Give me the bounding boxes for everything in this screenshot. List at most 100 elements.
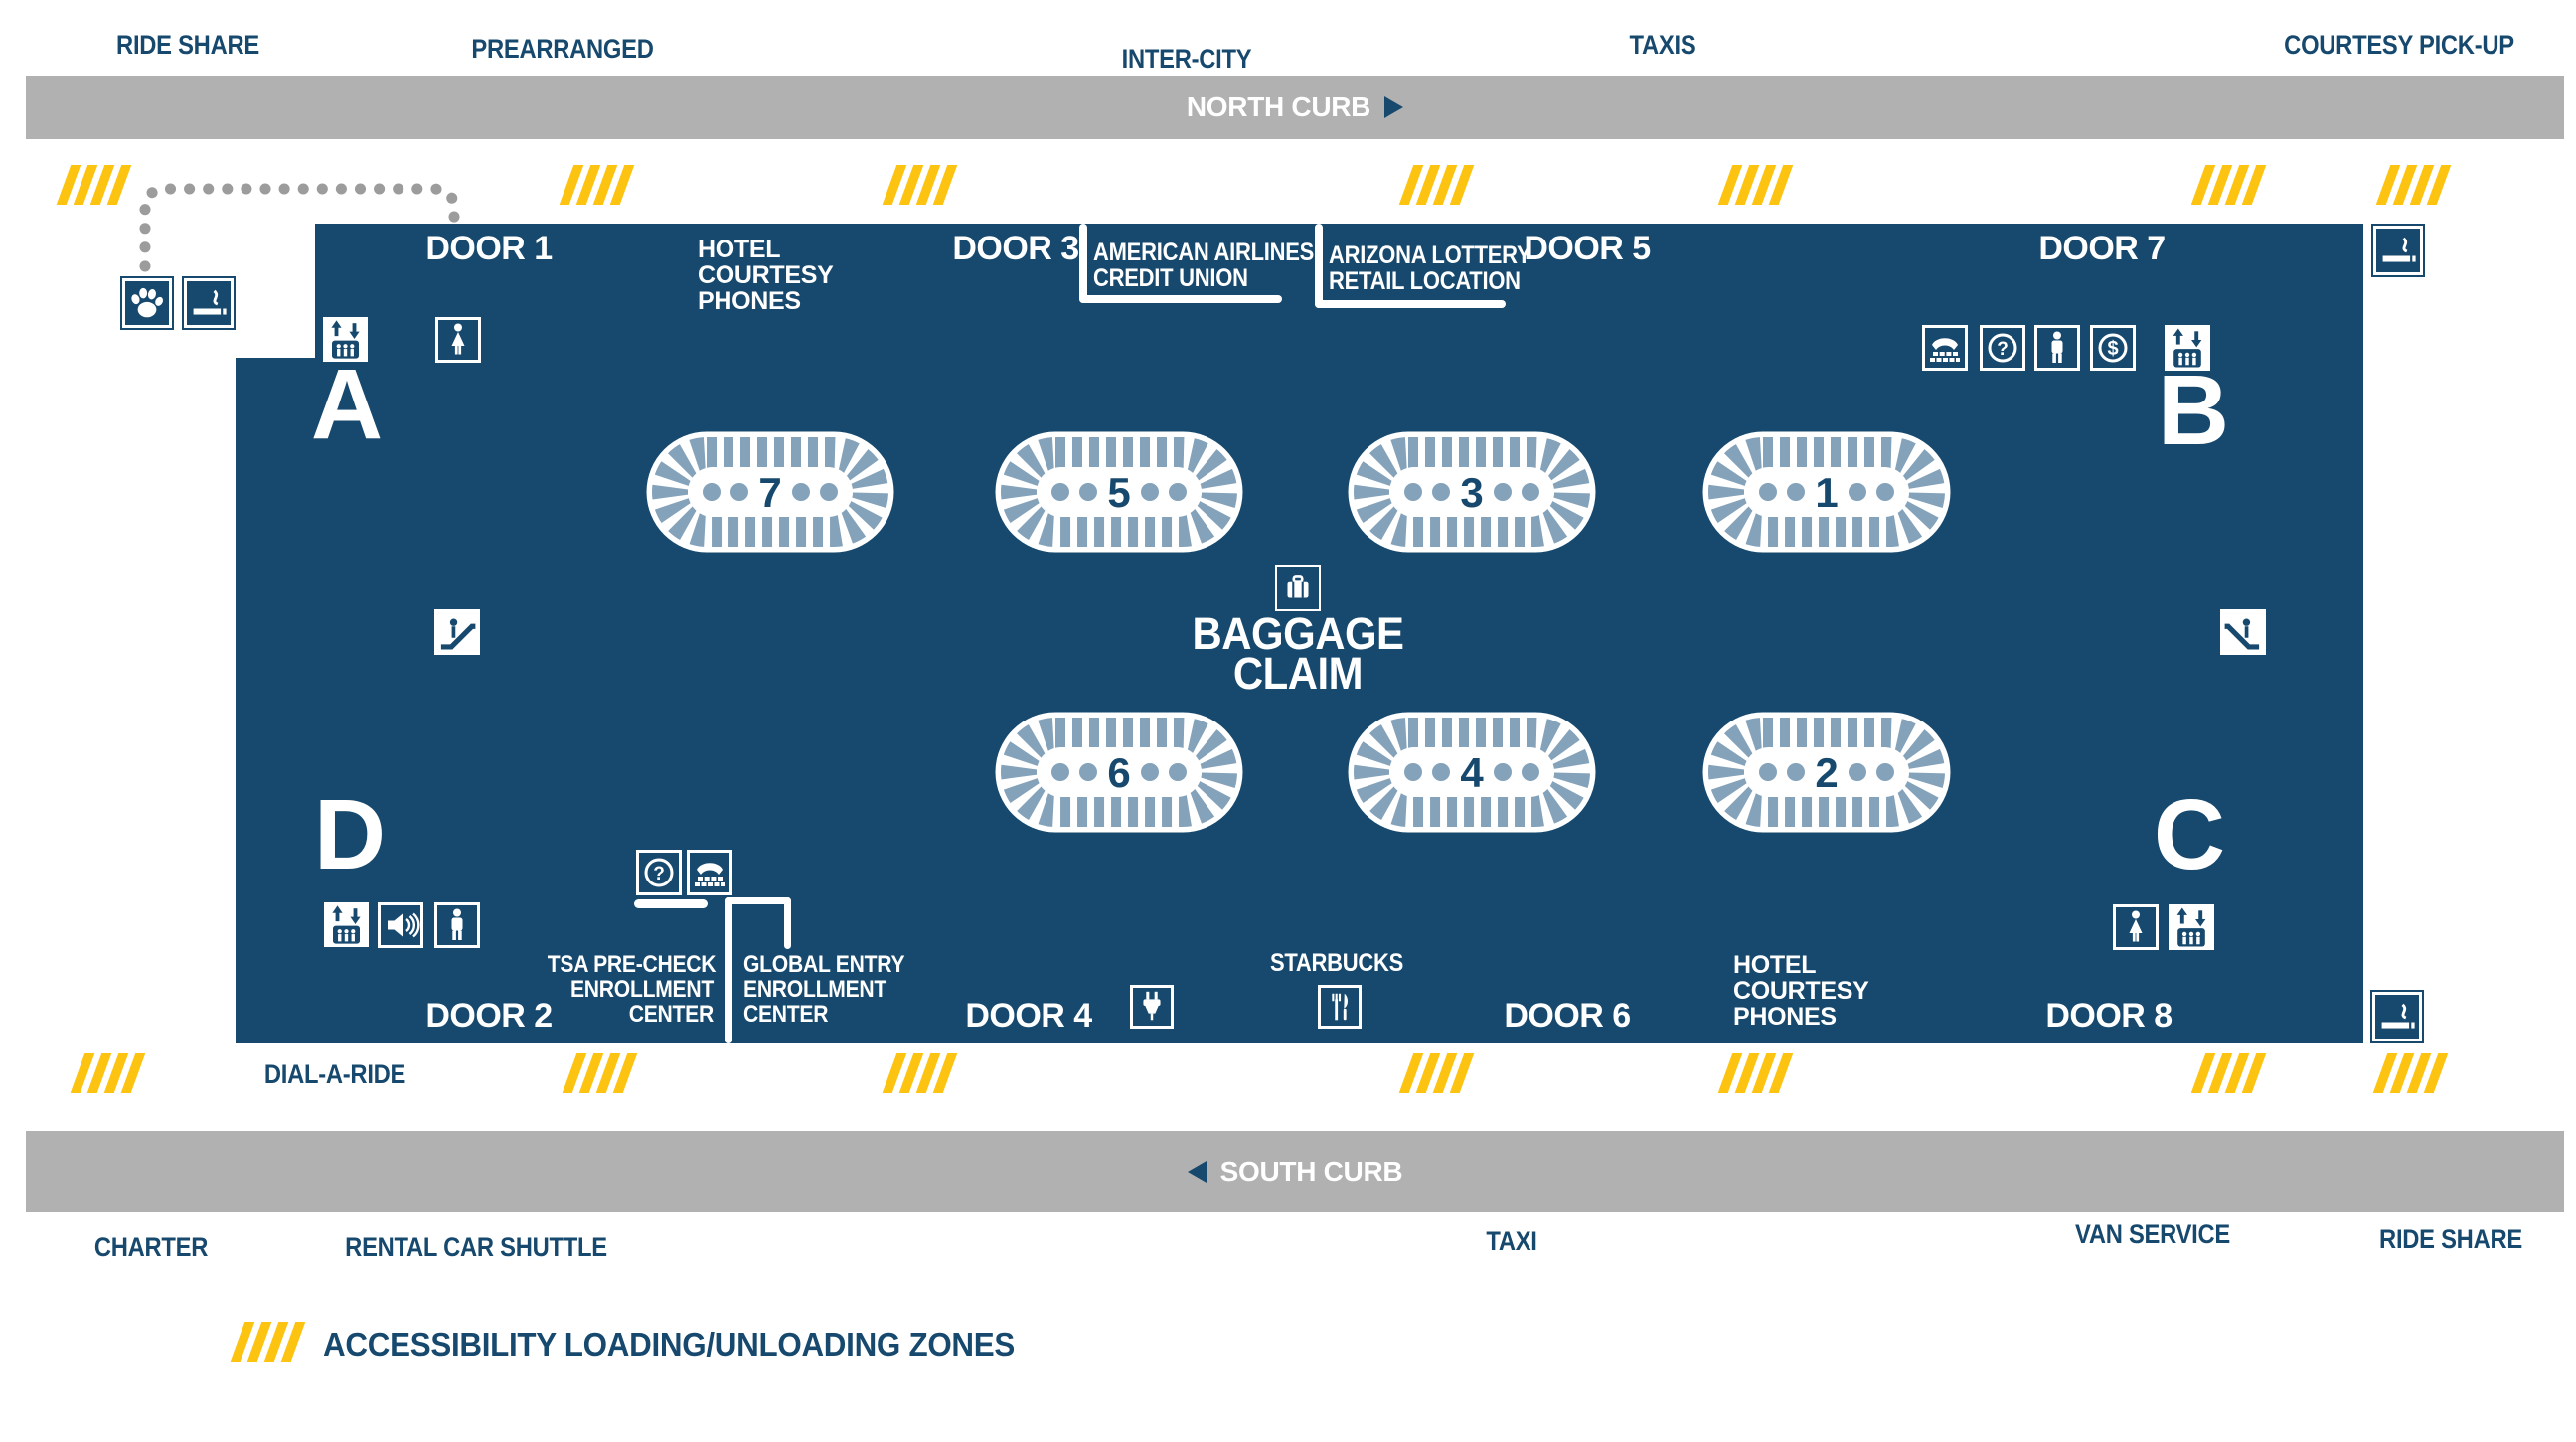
accessibility-zone-marker [1717,1053,1794,1093]
door-3-label: DOOR 3 [952,230,1079,267]
accessibility-zone-marker [56,165,132,205]
north-curb-label: NORTH CURB [1186,91,1371,122]
svg-text:?: ? [653,864,665,884]
credit-union-wall [1079,295,1282,303]
south-curb-arrow [1187,1161,1207,1183]
starbucks-label: STARBUCKS [1269,949,1404,977]
section-a-label: A [310,349,383,460]
south-curb-label: SOUTH CURB [1219,1156,1403,1187]
pet-relief-dotted-path [139,183,460,272]
accessibility-zone-marker [2190,1053,2267,1093]
accessibility-zone-marker [1398,1053,1475,1093]
paging-icon [378,902,423,948]
courtesy-phones-icon [687,850,732,895]
svg-text:1: 1 [1815,469,1838,516]
accessibility-zone-marker [1398,165,1475,205]
door-7-label: DOOR 7 [2038,230,2166,267]
smoking-area-icon [2373,226,2423,275]
accessibility-zone-marker [559,165,635,205]
accessibility-zone-marker [882,165,958,205]
label-dial-a-ride: DIAL-A-RIDE [263,1059,406,1089]
section-d-label: D [313,779,386,890]
north-curb-arrow [1384,96,1404,118]
svg-text:2: 2 [1815,749,1838,796]
door-6-label: DOOR 6 [1504,997,1631,1035]
baggage-carousel-2: 2 [1700,710,1953,835]
north-curb-bar: NORTH CURB [26,76,2564,139]
svg-text:$: $ [2107,338,2118,360]
accessibility-zone-marker [882,1053,958,1093]
information-icon: ? [636,850,682,895]
baggage-carousel-3: 3 [1346,429,1598,555]
section-b-label: B [2157,355,2229,466]
terminal-main-hall [236,358,2363,1043]
svg-text:?: ? [1997,339,2009,360]
svg-text:5: 5 [1107,469,1130,516]
baggage-carousel-5: 5 [993,429,1245,555]
baggage-carousel-6: 6 [993,710,1245,835]
door-8-label: DOOR 8 [2045,997,2173,1035]
restroom-women-icon [435,317,481,363]
door-4-label: DOOR 4 [965,997,1092,1035]
information-icon: ? [1980,325,2025,371]
baggage-carousel-1: 1 [1700,429,1953,555]
accessibility-zone-marker [70,1053,146,1093]
svg-text:6: 6 [1107,749,1130,796]
baggage-carousel-4: 4 [1346,710,1598,835]
elevator-icon [2165,325,2210,371]
lottery-wall [1315,224,1323,308]
label-taxi: TAXI [1486,1226,1537,1256]
door-2-label: DOOR 2 [425,997,553,1035]
accessibility-zone-marker [2372,1053,2449,1093]
label-taxis: TAXIS [1629,30,1696,60]
tsa-divider-line [634,899,708,908]
global-entry-wall [725,897,732,1043]
elevator-icon [2169,904,2214,950]
label-ride-share-north: RIDE SHARE [116,30,259,60]
courtesy-phones-icon [1922,325,1968,371]
arizona-lottery-retail: ARIZONA LOTTERY RETAIL LOCATION [1329,241,1531,295]
hotel-courtesy-phones-bottom: HOTEL COURTESY PHONES [1733,951,1869,1031]
label-prearranged: PREARRANGED [471,34,654,64]
elevator-icon [324,902,369,947]
smoking-area-icon [2372,992,2422,1041]
credit-union-wall [1079,224,1087,303]
accessibility-zone-marker [562,1053,638,1093]
smoking-area-icon [184,278,234,328]
accessibility-zone-marker [2190,165,2267,205]
section-c-label: C [2153,779,2225,890]
global-entry-wall [725,897,791,904]
dining-icon [1318,985,1362,1029]
svg-text:3: 3 [1460,469,1483,516]
escalator-icon [434,609,480,655]
label-inter-city: INTER-CITY [1121,44,1252,74]
lottery-wall [1315,300,1506,308]
global-entry-wall [784,897,791,949]
label-charter: CHARTER [93,1232,209,1262]
restroom-men-icon [2034,325,2080,371]
tsa-precheck-label: TSA PRE-CHECK ENROLLMENT CENTER [547,951,717,1028]
atm-icon: $ [2090,325,2136,371]
restroom-women-icon [2113,904,2159,950]
restroom-men-icon [434,902,480,948]
south-curb-bar: SOUTH CURB [26,1131,2564,1212]
elevator-icon [323,317,368,362]
baggage-claim-icon [1275,565,1321,611]
accessibility-zone-marker [2375,165,2452,205]
baggage-carousel-7: 7 [644,429,896,555]
label-rental-car-shuttle: RENTAL CAR SHUTTLE [345,1232,607,1262]
american-airlines-credit-union: AMERICAN AIRLINES CREDIT UNION [1093,239,1315,292]
label-van-service: VAN SERVICE [2075,1219,2230,1249]
legend-accessibility-marker [230,1322,306,1362]
door-1-label: DOOR 1 [425,230,553,267]
hotel-courtesy-phones-top: HOTEL COURTESY PHONES [698,236,834,315]
global-entry-label: GLOBAL ENTRY ENROLLMENT CENTER [743,951,905,1028]
baggage-claim-label: BAGGAGE CLAIM [1192,608,1404,699]
accessibility-zone-marker [1717,165,1794,205]
charging-station-icon [1130,985,1174,1029]
svg-text:4: 4 [1460,749,1484,796]
legend-accessibility-text: ACCESSIBILITY LOADING/UNLOADING ZONES [323,1326,1016,1362]
label-courtesy-pickup: COURTESY PICK-UP [2284,30,2514,60]
escalator-icon [2220,609,2266,655]
